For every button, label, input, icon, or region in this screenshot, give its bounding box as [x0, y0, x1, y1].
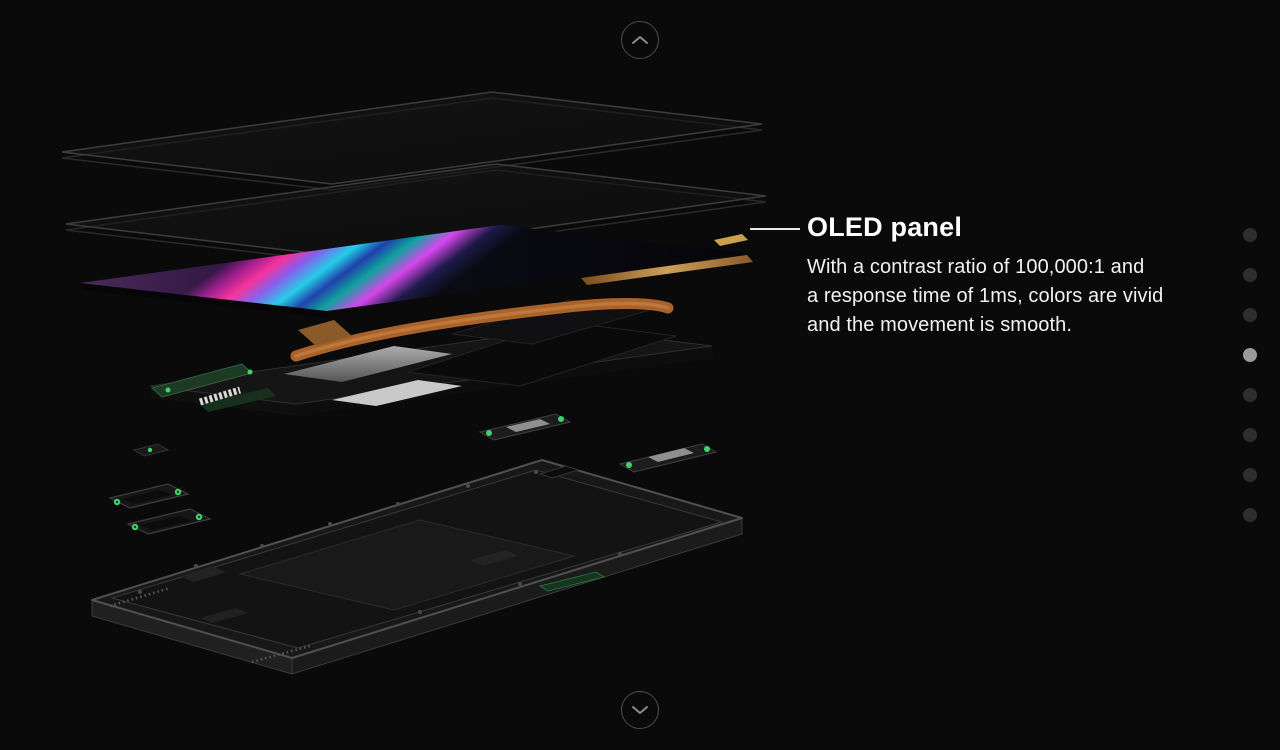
- chevron-up-icon: [631, 35, 649, 45]
- pagination: [1243, 228, 1257, 522]
- speaker-module: [126, 508, 212, 535]
- pagination-dot[interactable]: [1243, 468, 1257, 482]
- oled-panel-layer: [80, 225, 753, 318]
- carousel-up-button[interactable]: [621, 21, 659, 59]
- oled-flex-cable: [581, 255, 753, 285]
- camera-bump: [538, 465, 580, 479]
- emi-shield: [284, 346, 452, 382]
- callout-description: With a contrast ratio of 100,000:1 and a…: [807, 253, 1247, 340]
- pagination-dot[interactable]: [1243, 508, 1257, 522]
- pagination-dot-active[interactable]: [1243, 348, 1257, 362]
- touch-layer: [65, 163, 767, 263]
- pagination-dot[interactable]: [1243, 428, 1257, 442]
- speaker-holes: [109, 586, 171, 608]
- camera-module: [132, 443, 170, 457]
- speaker-module: [108, 483, 190, 509]
- board-connector: [198, 386, 242, 406]
- callout-description-line: a response time of 1ms, colors are vivid: [807, 285, 1164, 307]
- back-cover-layer: [91, 459, 743, 675]
- callout-title: OLED panel: [807, 212, 963, 242]
- pagination-dot[interactable]: [1243, 388, 1257, 402]
- antenna-module: [478, 413, 572, 441]
- chevron-down-icon: [631, 705, 649, 715]
- pagination-dot[interactable]: [1243, 308, 1257, 322]
- antenna-module: [618, 443, 718, 473]
- battery-bay: [238, 519, 576, 611]
- cover-glass-layer: [61, 91, 763, 191]
- pagination-dot[interactable]: [1243, 228, 1257, 242]
- callout-description-line: and the movement is smooth.: [807, 314, 1073, 336]
- carousel-down-button[interactable]: [621, 691, 659, 729]
- mainboard-layer: [149, 298, 714, 416]
- pagination-dot[interactable]: [1243, 268, 1257, 282]
- feature-callout: OLED panel With a contrast ratio of 100,…: [807, 212, 1247, 340]
- callout-description-line: With a contrast ratio of 100,000:1 and: [807, 256, 1145, 278]
